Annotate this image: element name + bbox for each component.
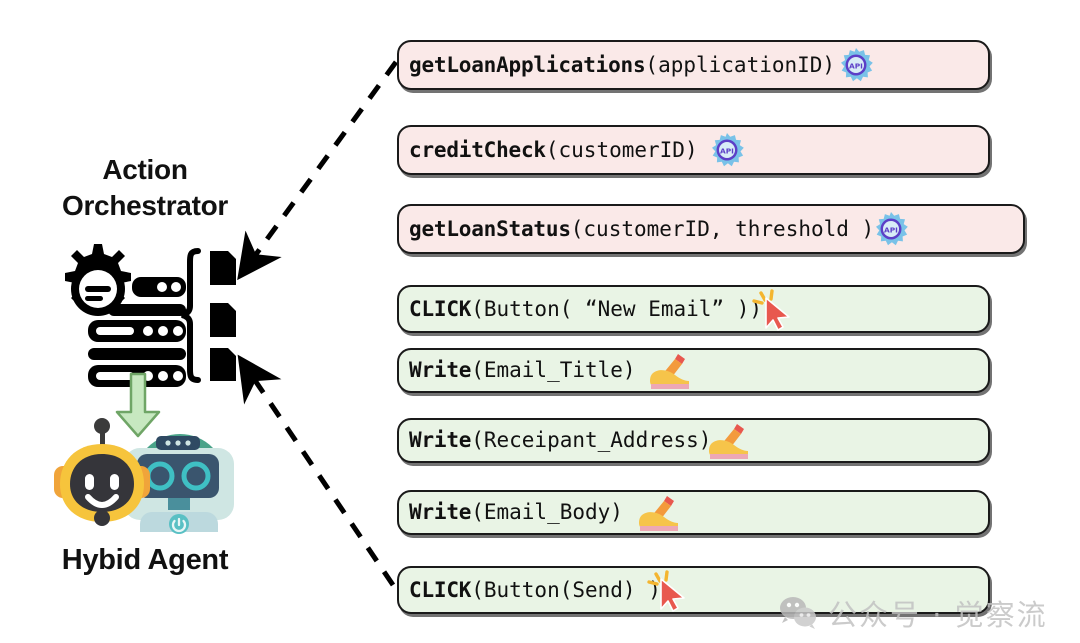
action-args: (Button(Send) ) <box>471 577 661 602</box>
action-fn: Write <box>409 428 472 452</box>
teal-robot-icon <box>124 434 234 534</box>
action-args: (Button( “New Email” )) <box>471 296 763 321</box>
orchestrator-title: Action Orchestrator <box>20 152 270 224</box>
yellow-robot-icon <box>54 418 150 526</box>
action-code: CLICK(Button(Send) ) <box>409 577 661 602</box>
green-down-arrow-icon <box>108 372 168 438</box>
orchestrator-title-line1: Action <box>102 154 188 185</box>
action-code: Write(Email_Title) <box>409 360 636 381</box>
api-badge-text: API <box>720 146 734 155</box>
action-code: getLoanApplications(applicationID) <box>409 52 836 77</box>
dashed-arrow-bottom <box>228 345 403 595</box>
action-fn: Write <box>409 358 472 382</box>
action-box-credit-check[interactable]: creditCheck(customerID) API <box>397 125 990 175</box>
action-fn: CLICK <box>409 296 472 321</box>
action-box-get-loan-status[interactable]: getLoanStatus(customerID, threshold ) AP… <box>397 204 1025 254</box>
api-gear-icon: API <box>874 212 909 246</box>
writing-hand-icon <box>637 495 681 531</box>
api-badge-text: API <box>849 61 863 70</box>
action-box-click-new-email[interactable]: CLICK(Button( “New Email” )) <box>397 285 990 333</box>
writing-hand-icon <box>648 353 692 389</box>
api-gear-icon: API <box>710 133 744 167</box>
document-block-icon <box>210 251 236 381</box>
action-box-write-email-body[interactable]: Write(Email_Body) <box>397 490 990 535</box>
action-box-click-send[interactable]: CLICK(Button(Send) ) <box>397 566 990 614</box>
agent-title: Hybid Agent <box>61 544 229 576</box>
action-args: (Receipant_Address) <box>471 428 712 452</box>
hybrid-agent-robots <box>52 418 242 538</box>
action-fn: creditCheck <box>409 137 546 162</box>
action-code: Write(Receipant_Address) <box>409 430 711 451</box>
action-code: creditCheck(customerID) <box>409 137 698 162</box>
action-code: Write(Email_Body) <box>409 502 623 523</box>
click-cursor-icon <box>647 569 693 613</box>
orchestrator-title-line2: Orchestrator <box>61 190 228 221</box>
action-box-get-loan-applications[interactable]: getLoanApplications(applicationID) API <box>397 40 990 90</box>
action-args: (customerID) <box>545 137 698 162</box>
action-args: (applicationID) <box>645 52 836 77</box>
action-box-write-receipant-address[interactable]: Write(Receipant_Address) <box>397 418 990 463</box>
writing-hand-icon <box>707 423 751 459</box>
bracket-and-documents <box>180 248 242 383</box>
action-fn: getLoanStatus <box>409 216 571 241</box>
action-args: (Email_Body) <box>471 500 623 524</box>
api-badge-text: API <box>884 225 898 234</box>
action-args: (Email_Title) <box>471 358 636 382</box>
action-fn: Write <box>409 500 472 524</box>
dashed-arrow-top <box>228 50 403 285</box>
action-code: getLoanStatus(customerID, threshold ) <box>409 216 875 241</box>
action-fn: getLoanApplications <box>409 52 646 77</box>
action-code: CLICK(Button( “New Email” )) <box>409 296 763 321</box>
action-box-write-email-title[interactable]: Write(Email_Title) <box>397 348 990 393</box>
action-args: (customerID, threshold ) <box>570 216 875 241</box>
click-cursor-icon <box>752 288 798 332</box>
gear-server-rack-icon <box>48 232 228 392</box>
api-gear-icon: API <box>839 48 873 82</box>
action-fn: CLICK <box>409 577 472 602</box>
